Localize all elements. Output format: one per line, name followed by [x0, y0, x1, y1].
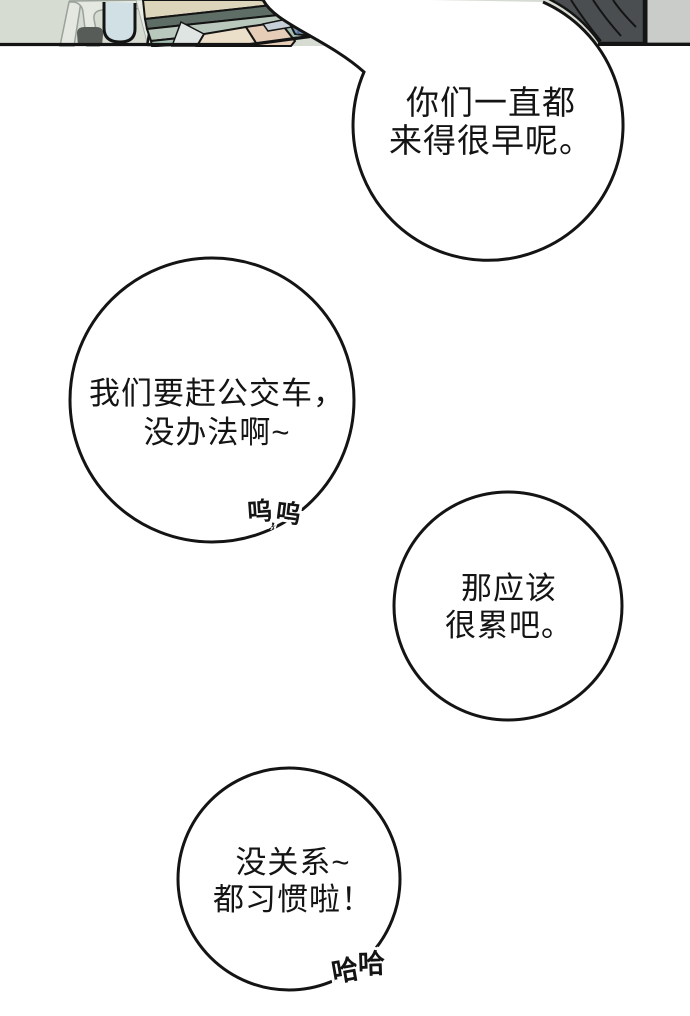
bubble-1-line-1: 你们一直都: [406, 84, 576, 121]
bubble-2-sfx-sob: 呜,呜: [246, 492, 302, 529]
sfx-sob-char-2: 呜: [274, 498, 303, 530]
bubble-2-text: 我们要赶公交车， 没办法啊~: [89, 374, 345, 452]
bubble-3-line-2: 很累吧。: [445, 608, 573, 643]
bubble-3-text: 那应该 很累吧。: [445, 570, 573, 644]
bubble-3-line-1: 那应该: [461, 571, 557, 606]
bubble-4-line-2: 都习惯啦！: [213, 882, 373, 917]
speech-bubble-4: [176, 766, 402, 992]
speech-bubble-3: [392, 490, 624, 722]
sfx-sob-char-1: 呜: [246, 497, 274, 527]
sfx-laugh-char-1: 哈: [329, 953, 362, 989]
bag-shape: [77, 27, 104, 46]
bubble-1-line-2: 来得很早呢。: [389, 122, 593, 159]
panel-bottom-line-left: [0, 34, 311, 47]
speech-bubble-2: [68, 256, 356, 544]
wall-corner: [647, 0, 690, 43]
bubble-1-text: 你们一直都 来得很早呢。: [389, 84, 593, 160]
bubble-2-line-1: 我们要赶公交车，: [89, 376, 345, 411]
chair-back-shape: [102, 2, 137, 44]
hair-strand-2: [592, 0, 622, 37]
sfx-laugh-char-2: 哈: [357, 948, 386, 980]
hair-strand-1: [570, 0, 602, 42]
hair-strand-3: [612, 0, 637, 28]
bubble-4-sfx-laugh: 哈哈: [329, 947, 385, 989]
bubble-4-line-1: 没关系~: [235, 845, 351, 880]
bubble-2-line-2: 没办法啊~: [143, 415, 291, 450]
speech-bubble-1: [261, 0, 625, 262]
bubble-4-text: 没关系~ 都习惯啦！: [213, 844, 373, 918]
